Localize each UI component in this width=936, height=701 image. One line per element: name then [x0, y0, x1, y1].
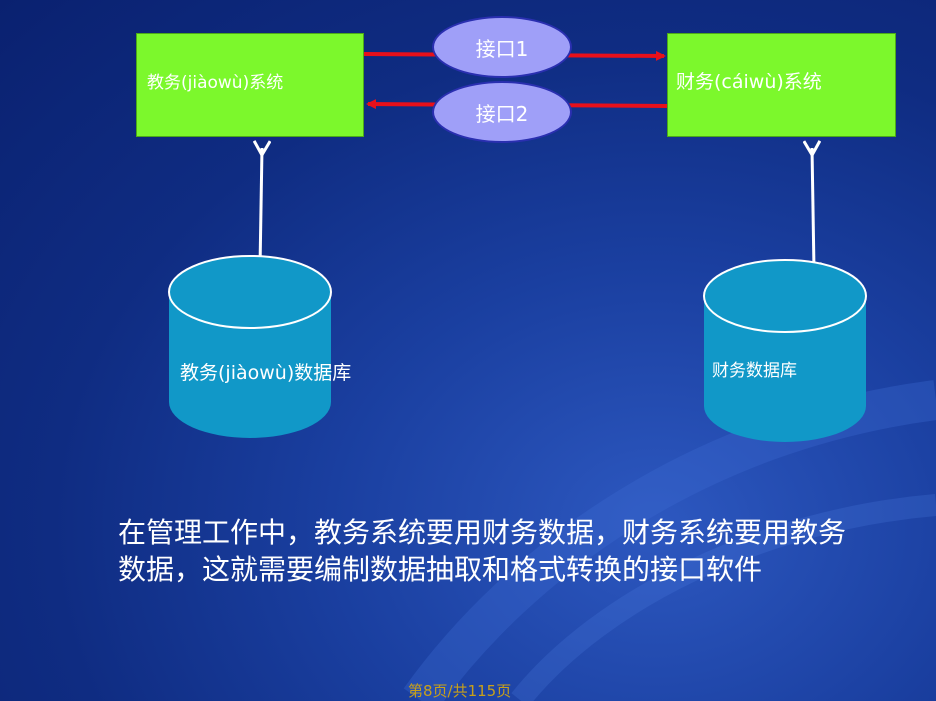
- interface-1-label: 接口1: [475, 36, 529, 61]
- page-footer: 第8页/共115页: [408, 682, 512, 700]
- database-right-cylinder: [703, 259, 867, 442]
- system-left-label: 教务(jiàowù)系统: [147, 72, 284, 93]
- database-left-label: 教务(jiàowù)数据库: [180, 362, 352, 384]
- database-right-label: 财务数据库: [712, 361, 797, 381]
- system-box-right: 财务(cáiwù)系统: [667, 33, 896, 137]
- database-left-cylinder: [168, 255, 332, 438]
- system-right-label: 财务(cáiwù)系统: [676, 70, 822, 93]
- interface-2-label: 接口2: [475, 101, 529, 126]
- interface-1-ellipse: 接口1: [432, 16, 572, 78]
- arrow-right-bidirectional: [812, 148, 814, 270]
- system-box-left: 教务(jiàowù)系统: [136, 33, 364, 137]
- body-paragraph: 在管理工作中，教务系统要用财务数据，财务系统要用教务数据，这就需要编制数据抽取和…: [118, 516, 847, 586]
- arrow-left-bidirectional: [260, 148, 262, 268]
- interface-2-ellipse: 接口2: [432, 81, 572, 143]
